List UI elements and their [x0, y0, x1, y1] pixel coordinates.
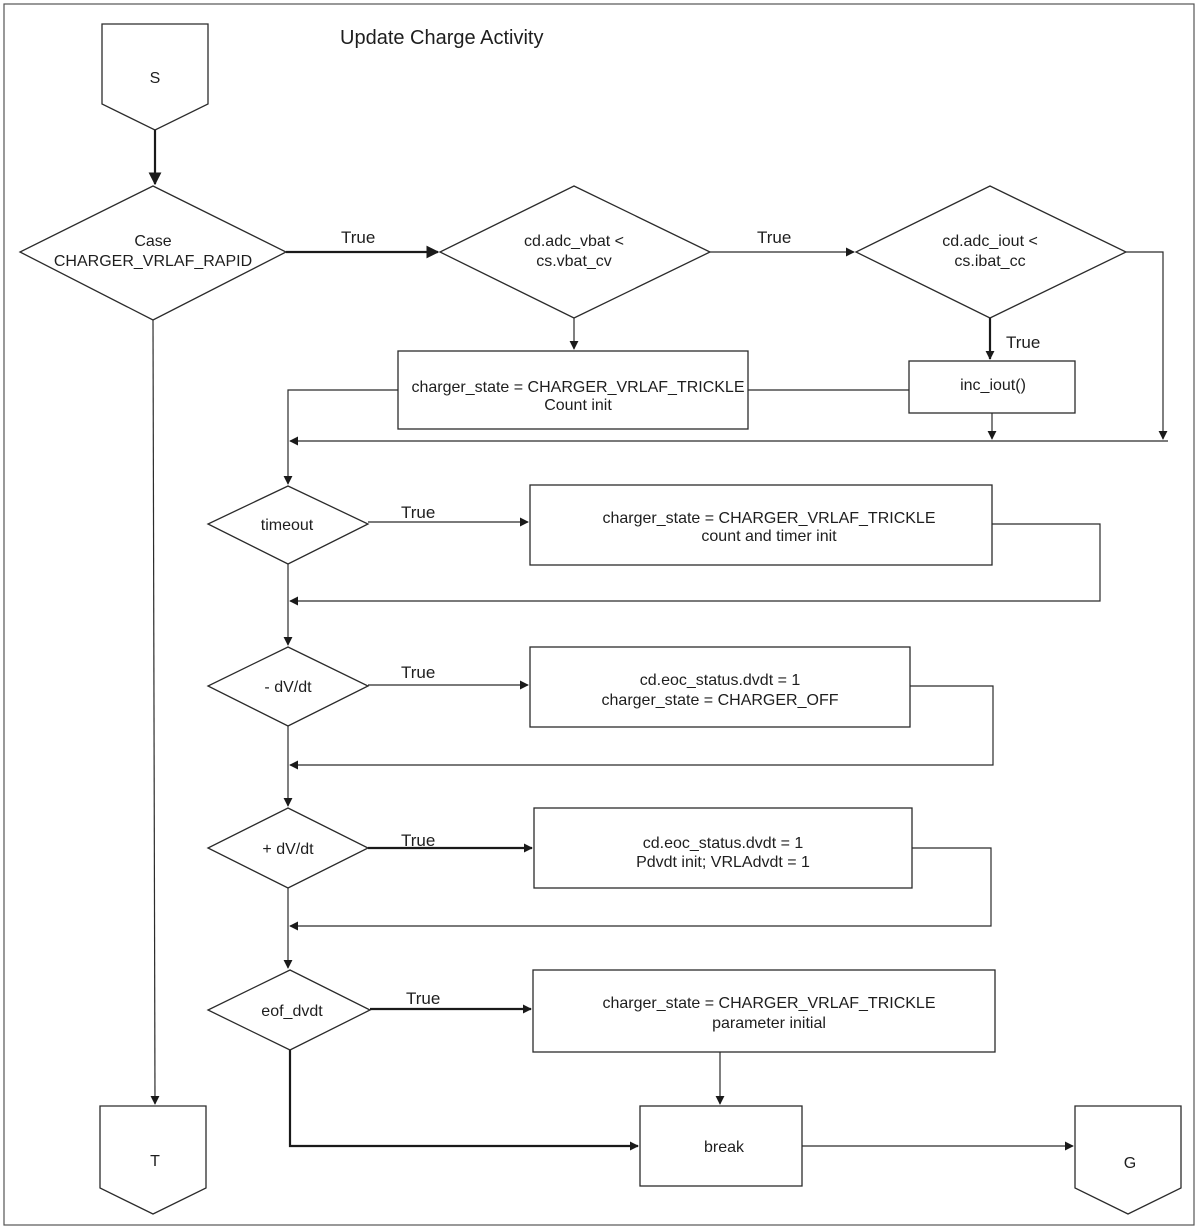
- edge-neg-action-return: [289, 685, 994, 770]
- edge-eof-false: [288, 1050, 639, 1151]
- action-trickle-count-init: charger_state = CHARGER_VRLAF_TRICKLE Co…: [397, 350, 749, 430]
- action-timeout: charger_state = CHARGER_VRLAF_TRICKLE co…: [529, 484, 993, 566]
- svg-text:T: T: [150, 1153, 160, 1170]
- svg-text:- dV/dt: - dV/dt: [264, 679, 312, 696]
- label-pos-true: True: [401, 831, 435, 850]
- action-break: break: [639, 1105, 803, 1187]
- svg-text:Count init: Count init: [544, 397, 612, 414]
- decision-pos-dvdt: + dV/dt: [206, 807, 370, 889]
- end-connector-t: T: [99, 1105, 207, 1215]
- label-vbat-true: True: [757, 228, 791, 247]
- end-connector-g: G: [1074, 1105, 1182, 1215]
- label-case-true: True: [341, 228, 375, 247]
- svg-text:parameter initial: parameter initial: [712, 1015, 826, 1032]
- decision-vbat-check: cd.adc_vbat < cs.vbat_cv: [438, 185, 712, 319]
- svg-text:Pdvdt init; VRLAdvdt = 1: Pdvdt init; VRLAdvdt = 1: [636, 854, 810, 871]
- svg-text:cs.vbat_cv: cs.vbat_cv: [536, 253, 612, 270]
- svg-text:charger_state = CHARGER_OFF: charger_state = CHARGER_OFF: [602, 692, 839, 709]
- decision-timeout: timeout: [206, 485, 370, 565]
- label-eof-true: True: [406, 989, 440, 1008]
- action-pos-dvdt: cd.eoc_status.dvdt = 1 Pdvdt init; VRLAd…: [533, 807, 913, 889]
- svg-text:eof_dvdt: eof_dvdt: [261, 1003, 323, 1020]
- label-timeout-true: True: [401, 503, 435, 522]
- svg-text:timeout: timeout: [261, 517, 314, 534]
- decision-iout-check: cd.adc_iout < cs.ibat_cc: [854, 185, 1128, 319]
- svg-text:S: S: [150, 70, 161, 87]
- svg-text:+ dV/dt: + dV/dt: [262, 841, 314, 858]
- svg-text:inc_iout(): inc_iout(): [960, 377, 1026, 394]
- svg-text:break: break: [704, 1139, 745, 1156]
- svg-text:charger_state = CHARGER_VRLAF_: charger_state = CHARGER_VRLAF_TRICKLE: [602, 510, 935, 527]
- start-connector-s: S: [101, 23, 209, 131]
- svg-text:cd.eoc_status.dvdt = 1: cd.eoc_status.dvdt = 1: [640, 672, 801, 689]
- edge-timeout-action-return: [289, 523, 1101, 606]
- decision-case-rapid: Case CHARGER_VRLAF_RAPID: [18, 185, 288, 321]
- svg-text:charger_state = CHARGER_VRLAF_: charger_state = CHARGER_VRLAF_TRICKLE: [411, 379, 744, 396]
- action-eof: charger_state = CHARGER_VRLAF_TRICKLE pa…: [532, 969, 996, 1053]
- action-inc-iout: inc_iout(): [908, 360, 1076, 414]
- action-neg-dvdt: cd.eoc_status.dvdt = 1 charger_state = C…: [529, 646, 911, 728]
- svg-text:charger_state = CHARGER_VRLAF_: charger_state = CHARGER_VRLAF_TRICKLE: [602, 995, 935, 1012]
- svg-text:G: G: [1124, 1155, 1136, 1172]
- decision-neg-dvdt: - dV/dt: [206, 646, 370, 727]
- label-neg-true: True: [401, 663, 435, 682]
- diagram-title: Update Charge Activity: [340, 27, 543, 49]
- edge-trickle-to-timeout: [283, 389, 398, 485]
- decision-eof-dvdt: eof_dvdt: [206, 969, 372, 1051]
- edge-case-false: [150, 319, 160, 1105]
- diagram-frame: [3, 3, 1195, 1226]
- svg-text:cd.adc_vbat <: cd.adc_vbat <: [524, 233, 624, 250]
- svg-text:Case: Case: [134, 233, 171, 250]
- edge-pos-action-return: [289, 847, 992, 931]
- svg-text:CHARGER_VRLAF_RAPID: CHARGER_VRLAF_RAPID: [54, 253, 252, 270]
- svg-text:cs.ibat_cc: cs.ibat_cc: [954, 253, 1025, 270]
- edge-iout-false: [1126, 251, 1168, 440]
- label-iout-true: True: [1006, 333, 1040, 352]
- svg-text:cd.eoc_status.dvdt = 1: cd.eoc_status.dvdt = 1: [643, 835, 804, 852]
- svg-text:count and timer init: count and timer init: [701, 528, 837, 545]
- svg-text:cd.adc_iout <: cd.adc_iout <: [942, 233, 1038, 250]
